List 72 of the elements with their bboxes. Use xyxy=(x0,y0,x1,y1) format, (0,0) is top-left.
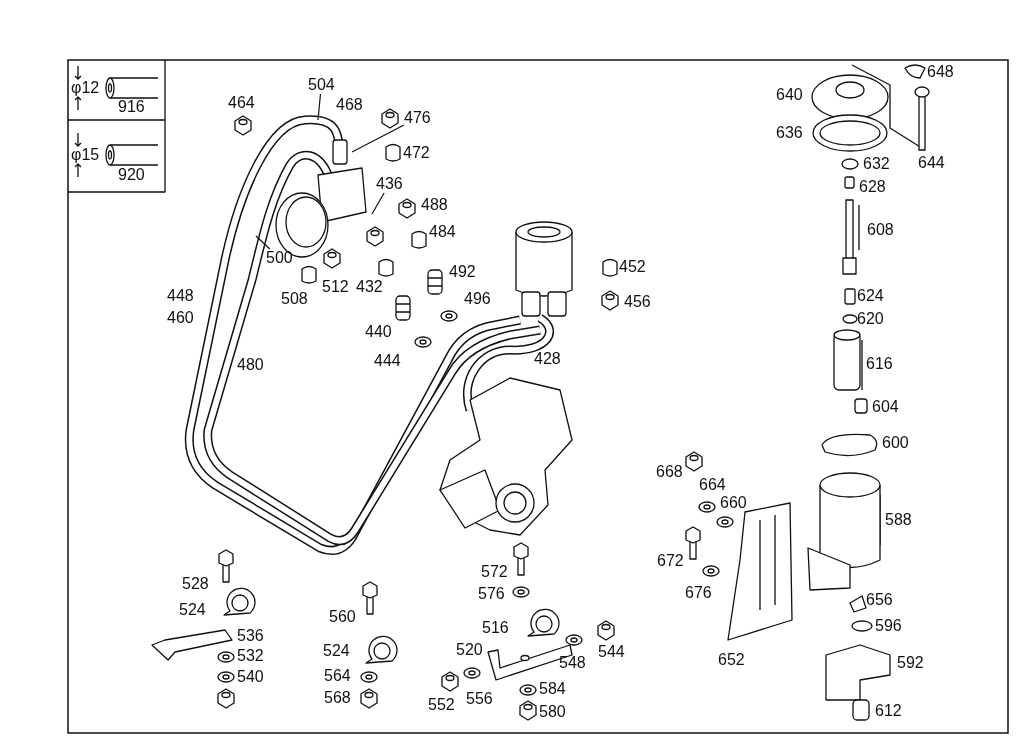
callout-number: 524 xyxy=(179,601,206,619)
callout-number: 632 xyxy=(863,155,890,173)
callout-number: 616 xyxy=(866,355,893,373)
callout-number: 476 xyxy=(404,109,431,127)
callout-number: 652 xyxy=(718,651,745,669)
callout-number: 644 xyxy=(918,154,945,172)
callout-number: 488 xyxy=(421,196,448,214)
callout-number: 672 xyxy=(657,552,684,570)
callout-number: 604 xyxy=(872,398,899,416)
callout-number: 640 xyxy=(776,86,803,104)
callout-number: 516 xyxy=(482,619,509,637)
callout-number: 568 xyxy=(324,689,351,707)
callout-number: 664 xyxy=(699,476,726,494)
callout-number: 572 xyxy=(481,563,508,581)
callout-number: 584 xyxy=(539,680,566,698)
leader-line xyxy=(371,192,385,215)
callout-number: 436 xyxy=(376,175,403,193)
callout-number: 456 xyxy=(624,293,651,311)
callout-number: 544 xyxy=(598,643,625,661)
callout-number: 480 xyxy=(237,356,264,374)
callout-number: 460 xyxy=(167,309,194,327)
callout-number: 620 xyxy=(857,310,884,328)
callout-number: 676 xyxy=(685,584,712,602)
callout-number: 552 xyxy=(428,696,455,714)
callout-number: 448 xyxy=(167,287,194,305)
callout-number: 548 xyxy=(559,654,586,672)
callout-number: 660 xyxy=(720,494,747,512)
leader-line xyxy=(351,124,405,153)
callout-number: 432 xyxy=(356,278,383,296)
callout-number: 512 xyxy=(322,278,349,296)
callout-number: 668 xyxy=(656,463,683,481)
callout-number: 504 xyxy=(308,76,335,94)
callout-number: 540 xyxy=(237,668,264,686)
callout-number: 528 xyxy=(182,575,209,593)
leader-line xyxy=(317,93,322,121)
callout-number: 560 xyxy=(329,608,356,626)
callout-number: 524 xyxy=(323,642,350,660)
callout-number: 508 xyxy=(281,290,308,308)
callout-number: 428 xyxy=(534,350,561,368)
callout-number: 556 xyxy=(466,690,493,708)
callout-number: 564 xyxy=(324,667,351,685)
callout-number: 464 xyxy=(228,94,255,112)
callout-number: 532 xyxy=(237,647,264,665)
callout-number: 492 xyxy=(449,263,476,281)
callout-number: 588 xyxy=(885,511,912,529)
callout-number: 648 xyxy=(927,63,954,81)
callout-number: 600 xyxy=(882,434,909,452)
callout-number: 916 xyxy=(118,98,145,116)
leader-line xyxy=(255,235,271,250)
callout-number: 656 xyxy=(866,591,893,609)
callout-number: 608 xyxy=(867,221,894,239)
callout-number: 612 xyxy=(875,702,902,720)
callout-number: 536 xyxy=(237,627,264,645)
callout-number: 596 xyxy=(875,617,902,635)
callout-number: 468 xyxy=(336,96,363,114)
callout-number: 624 xyxy=(857,287,884,305)
callout-number: 520 xyxy=(456,641,483,659)
callout-number: 580 xyxy=(539,703,566,721)
callout-number: 444 xyxy=(374,352,401,370)
callout-number: 628 xyxy=(859,178,886,196)
callout-number: 440 xyxy=(365,323,392,341)
callout-number: 592 xyxy=(897,654,924,672)
callout-number: 636 xyxy=(776,124,803,142)
callout-number: 496 xyxy=(464,290,491,308)
callout-number: φ15 xyxy=(71,146,100,164)
callout-number: 500 xyxy=(266,249,293,267)
callout-number: φ12 xyxy=(71,79,100,97)
callout-number: 452 xyxy=(619,258,646,276)
callout-number: 484 xyxy=(429,223,456,241)
callout-number: 920 xyxy=(118,166,145,184)
callout-number: 576 xyxy=(478,585,505,603)
callout-number: 472 xyxy=(403,144,430,162)
